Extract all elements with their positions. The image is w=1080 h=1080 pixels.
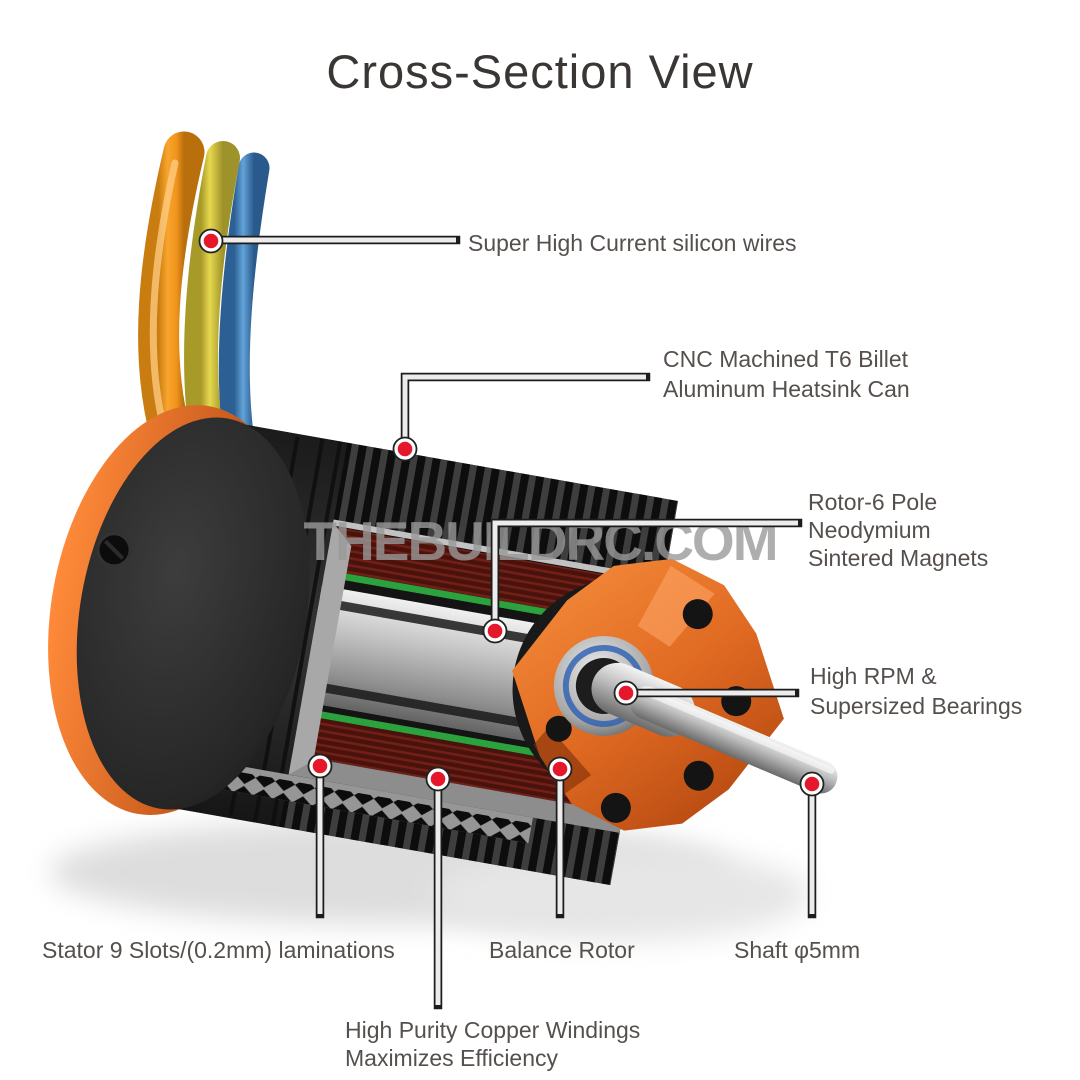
fin-teeth-row <box>203 766 532 844</box>
orange-wire <box>138 131 205 457</box>
label-line: Stator 9 Slots/(0.2mm) laminations <box>42 937 395 963</box>
label-line: Maximizes Efficiency <box>345 1045 559 1071</box>
shaft <box>591 662 838 794</box>
blue-wire <box>218 152 270 450</box>
label-balance-rotor: Balance Rotor <box>489 936 635 964</box>
label-line: High RPM & <box>810 663 937 689</box>
label-line: Shaft φ5mm <box>734 937 861 963</box>
label-line: Aluminum Heatsink Can <box>663 376 910 402</box>
label-copper-windings: High Purity Copper Windings Maximizes Ef… <box>345 1016 640 1072</box>
label-line: Sintered Magnets <box>808 545 989 571</box>
shaft-rod <box>630 686 838 794</box>
label-heatsink-can: CNC Machined T6 Billet Aluminum Heatsink… <box>663 344 910 404</box>
label-line: High Purity Copper Windings <box>345 1017 641 1043</box>
front-end-cap <box>76 417 310 810</box>
label-silicon-wires: Super High Current silicon wires <box>468 229 797 257</box>
callout-lines <box>209 235 817 1010</box>
red-dot-icon <box>198 228 825 797</box>
front-screw <box>96 532 132 568</box>
label-line: Neodymium <box>808 517 931 543</box>
copper-windings-bottom <box>292 714 631 814</box>
label-bearings: High RPM & Supersized Bearings <box>810 661 1022 721</box>
label-line: Balance Rotor <box>489 937 635 963</box>
callout-markers <box>198 228 825 797</box>
yellow-wire <box>184 141 240 451</box>
motor-body <box>48 405 784 886</box>
label-stator: Stator 9 Slots/(0.2mm) laminations <box>42 936 395 964</box>
label-line: Rotor-6 Pole <box>808 489 938 515</box>
label-line: CNC Machined T6 Billet <box>663 346 909 372</box>
label-line: Supersized Bearings <box>810 693 1023 719</box>
label-shaft: Shaft φ5mm <box>734 936 860 964</box>
stator-shell <box>288 754 624 833</box>
page-title: Cross-Section View <box>326 45 754 98</box>
silicon-wires <box>138 131 270 457</box>
label-rotor-magnets: Rotor-6 Pole Neodymium Sintered Magnets <box>808 488 988 572</box>
label-line: Super High Current silicon wires <box>468 230 797 256</box>
